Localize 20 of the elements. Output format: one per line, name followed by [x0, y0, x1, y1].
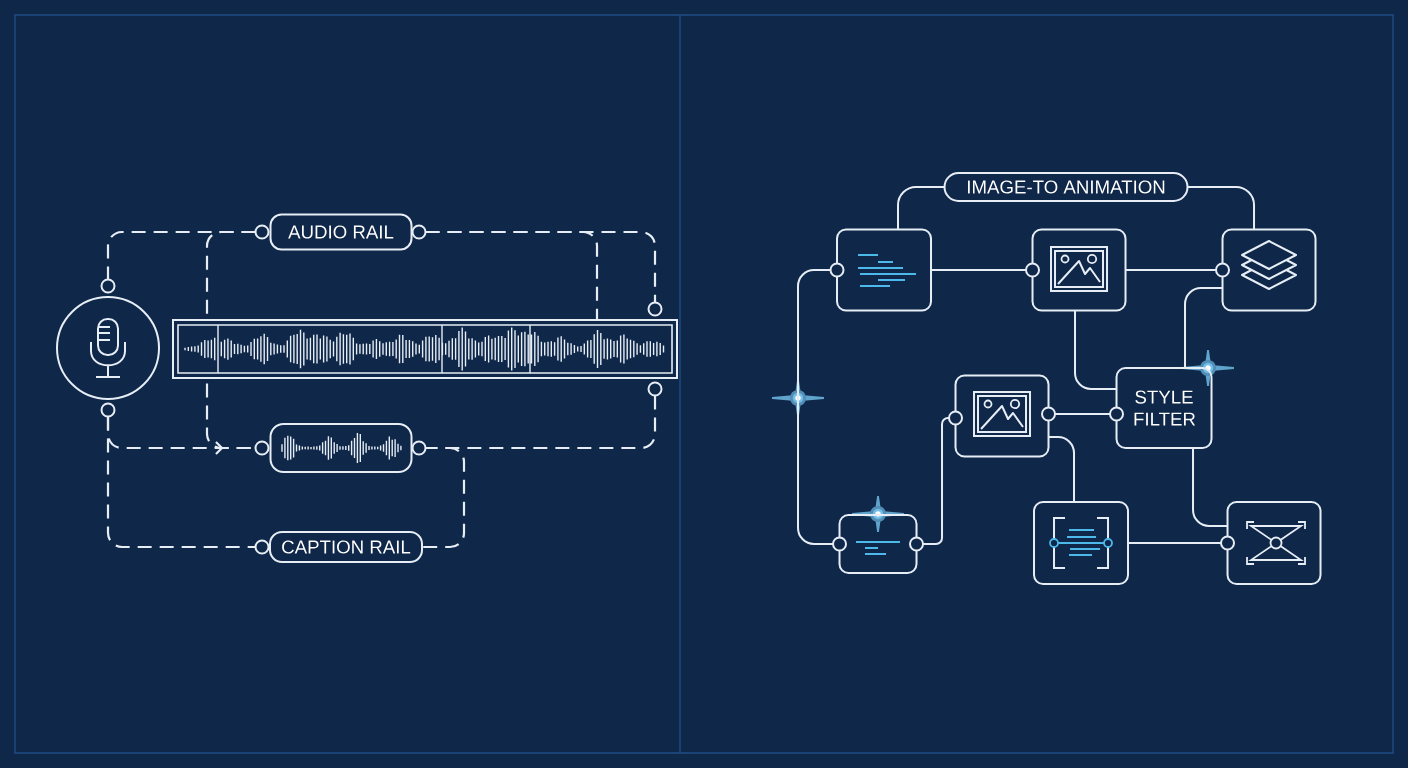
connector [1047, 436, 1075, 503]
connector [1124, 269, 1217, 271]
connector [1186, 186, 1255, 231]
connector [797, 269, 834, 545]
pill-node: CAPTION RAIL [269, 531, 423, 563]
connector [1127, 542, 1222, 544]
process-box: STYLE FILTER [1115, 367, 1213, 449]
connector [897, 186, 946, 231]
rounded-box [1033, 501, 1129, 585]
dashed-connector [425, 230, 599, 320]
pill-node: AUDIO RAIL [269, 213, 413, 251]
connector [922, 417, 950, 545]
connector [1054, 413, 1111, 415]
connector [1184, 287, 1224, 369]
connector [1074, 309, 1118, 390]
connector [1192, 447, 1229, 527]
connector [930, 269, 1027, 271]
dashed-connector [106, 416, 256, 549]
dashed-connector [422, 446, 466, 549]
pill-node: IMAGE-TO ANIMATION [943, 172, 1189, 202]
